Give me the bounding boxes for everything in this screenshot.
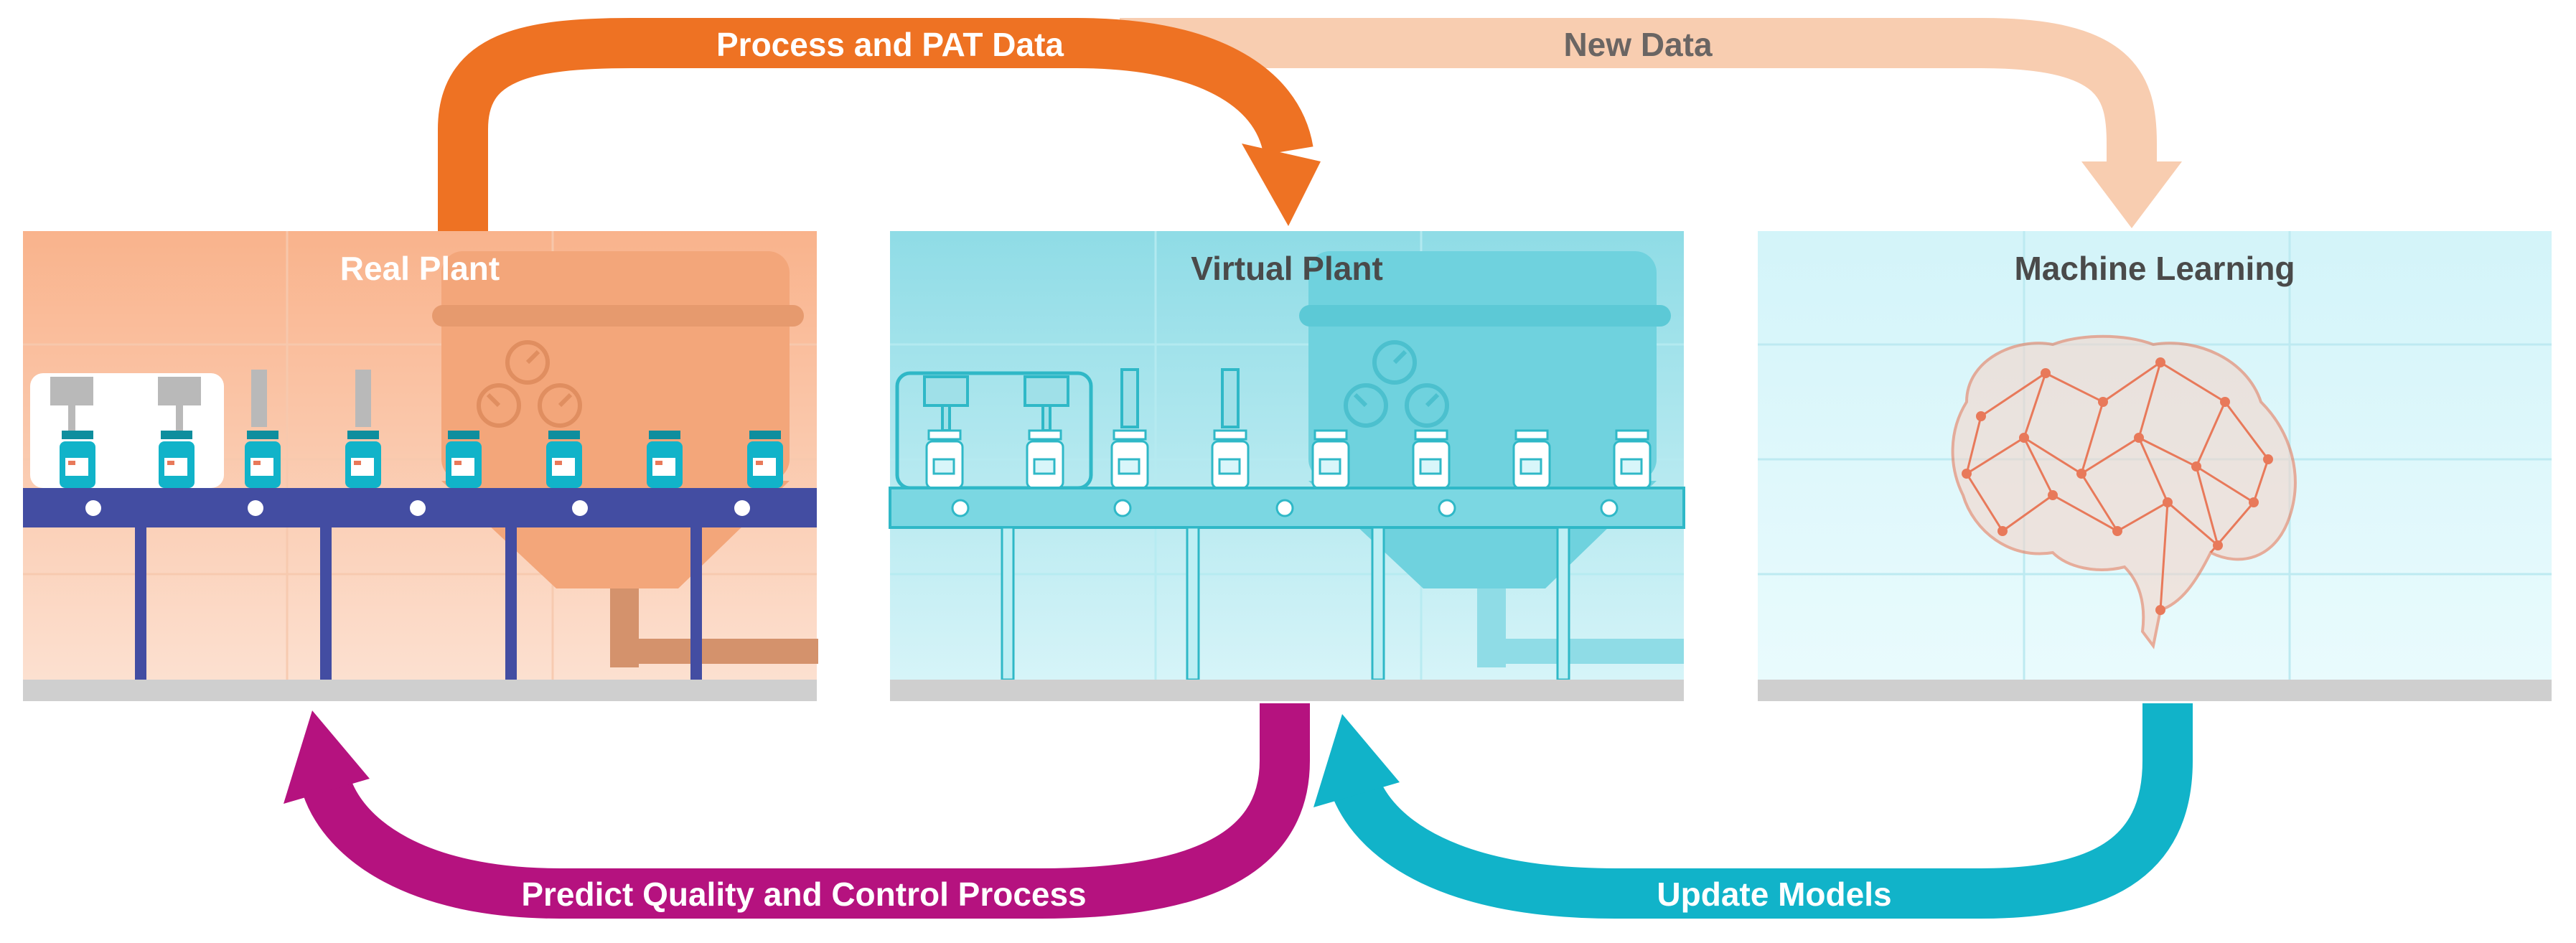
- gauge-icon: [1344, 340, 1449, 428]
- machine-learning-title: Machine Learning: [2014, 250, 2295, 287]
- new-data-arrow: New Data: [1120, 17, 2182, 228]
- brain-mesh-icon: [1951, 334, 2297, 649]
- predict-quality-arrow: Predict Quality and Control Process: [284, 703, 1310, 919]
- tank: [432, 251, 818, 667]
- conveyor-belt: [23, 488, 817, 680]
- virtual-plant-panel: Virtual Plant: [889, 231, 1685, 701]
- real-plant-panel: Real Plant: [23, 231, 818, 701]
- update-models-arrow: Update Models: [1313, 703, 2193, 919]
- virtual-plant-title: Virtual Plant: [1191, 250, 1383, 287]
- gauge-icon: [477, 340, 582, 428]
- real-plant-title: Real Plant: [340, 250, 500, 287]
- vial-icon: [60, 431, 783, 488]
- new-data-label: New Data: [1563, 26, 1712, 63]
- process-pat-label: Process and PAT Data: [716, 26, 1064, 63]
- update-models-label: Update Models: [1657, 876, 1891, 913]
- predict-quality-label: Predict Quality and Control Process: [521, 876, 1086, 913]
- machine-learning-panel: Machine Learning: [1758, 231, 2552, 701]
- vial-icon: [925, 429, 1652, 489]
- process-pat-arrow: Process and PAT Data: [438, 17, 1321, 233]
- robot-arm-icon: [923, 368, 1240, 432]
- virtual-conveyor-belt: [889, 487, 1685, 681]
